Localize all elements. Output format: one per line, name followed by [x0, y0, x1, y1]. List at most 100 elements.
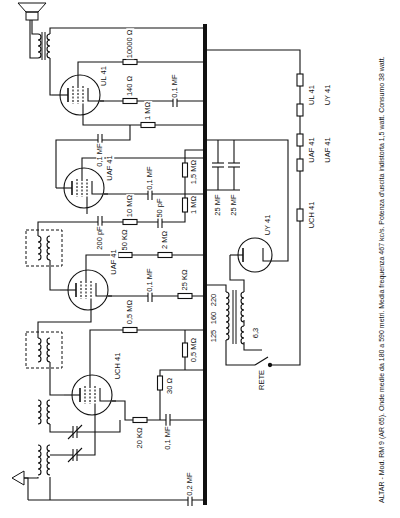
- capacitor-plate: [228, 166, 240, 167]
- component-value: UAF 41: [324, 136, 332, 163]
- capacitor-plate: [165, 414, 166, 426]
- heater-symbol: [297, 159, 303, 171]
- coil: [241, 326, 244, 344]
- component-value: 25 MF: [214, 193, 222, 216]
- cap-gap: [158, 221, 162, 223]
- wire: [32, 20, 38, 34]
- tube-grid: [90, 281, 91, 299]
- heater-symbol: [297, 104, 303, 116]
- cap-gap: [188, 499, 192, 501]
- wire: [86, 255, 205, 264]
- transformer-core: [236, 290, 237, 344]
- tube-grid: [72, 86, 73, 104]
- coil: [47, 338, 50, 362]
- tube-cathode: [100, 388, 116, 401]
- tube-grid: [86, 179, 87, 197]
- tube-grid: [80, 281, 81, 299]
- tube-grid: [94, 386, 95, 404]
- tube-cathode: [263, 248, 276, 261]
- tuning-arrow: [68, 448, 82, 462]
- switch-symbol: [255, 357, 268, 365]
- component-value: 0,1 MF: [171, 73, 179, 98]
- component-value: 30 Ω: [166, 377, 174, 395]
- wire: [205, 50, 300, 365]
- component-value: 160: [210, 311, 218, 326]
- capacitor-plate: [72, 449, 73, 461]
- component-value: 1,5 MΩ: [190, 159, 198, 185]
- cap-gap: [233, 163, 235, 167]
- coil: [38, 445, 41, 475]
- coil: [47, 34, 50, 58]
- tube-grid: [84, 386, 85, 404]
- component-value: 0,5 MΩ: [126, 299, 134, 325]
- tube-lead: [85, 264, 86, 281]
- component-value: 10 MΩ: [126, 194, 134, 218]
- wire: [90, 330, 205, 369]
- component-value: 0,1 MF: [96, 142, 104, 167]
- heater-symbol: [297, 74, 303, 86]
- wire: [50, 362, 64, 395]
- tube-lead: [90, 299, 91, 316]
- component-value: UL 41: [100, 65, 108, 87]
- component-value: 1 MΩ: [144, 101, 152, 121]
- component-value: 125: [210, 329, 218, 344]
- schematic-strokes: [24, 20, 303, 506]
- wire: [30, 20, 38, 58]
- tube-lead: [230, 254, 243, 255]
- tuning-arrow: [68, 425, 82, 439]
- capacitor-plate: [212, 162, 224, 163]
- tube-lead: [89, 369, 90, 386]
- wire: [78, 62, 205, 69]
- coil: [38, 236, 41, 260]
- component-value: 50 pF: [156, 197, 164, 218]
- tube-cathode: [88, 88, 104, 101]
- coil: [38, 338, 41, 362]
- resistor-symbol: [141, 123, 155, 128]
- component-value: 6,3: [252, 327, 260, 339]
- coil: [47, 445, 50, 475]
- coil: [241, 292, 244, 322]
- coil: [38, 400, 41, 424]
- coil: [226, 292, 229, 340]
- transformer-core: [233, 290, 234, 344]
- wire: [205, 285, 226, 292]
- wire: [205, 189, 240, 190]
- tube-lead: [77, 69, 78, 86]
- tube-lead: [82, 104, 83, 121]
- transformer-core: [45, 32, 46, 60]
- cap-gap: [148, 193, 152, 195]
- wire: [112, 401, 205, 420]
- wire: [49, 477, 50, 500]
- wire: [50, 420, 120, 432]
- transformer-core: [42, 32, 43, 60]
- component-value: RETE: [258, 369, 266, 391]
- coil: [38, 34, 41, 58]
- tube-grid: [81, 179, 82, 197]
- component-value: 0,1 MF: [146, 267, 154, 292]
- tube-lead: [60, 289, 76, 290]
- capacitor-plate: [212, 166, 224, 167]
- if-transformer: [26, 332, 62, 368]
- wire: [244, 342, 262, 350]
- wire: [50, 58, 52, 95]
- component-value: 10000 Ω: [126, 29, 134, 60]
- resistor-symbol: [158, 376, 163, 390]
- tube-grid: [85, 281, 86, 299]
- component-value: UAF 41: [106, 154, 114, 181]
- tube-grid: [77, 86, 78, 104]
- wire: [38, 316, 91, 338]
- wire: [233, 140, 234, 190]
- resistor-symbol: [183, 343, 188, 357]
- component-value: 0,5 MΩ: [190, 337, 198, 363]
- component-value: UL 41: [308, 84, 316, 106]
- wire: [28, 499, 205, 500]
- component-value: 25 MF: [230, 193, 238, 216]
- capacitor-plate: [76, 426, 77, 438]
- tube-grid: [82, 86, 83, 104]
- component-value: 220: [210, 293, 218, 308]
- tube-cathode: [92, 181, 108, 194]
- resistor-symbol: [123, 60, 137, 65]
- diagram-title: ALTAR - Mod. RM 9 (AR 65). Onde medie da…: [378, 33, 387, 503]
